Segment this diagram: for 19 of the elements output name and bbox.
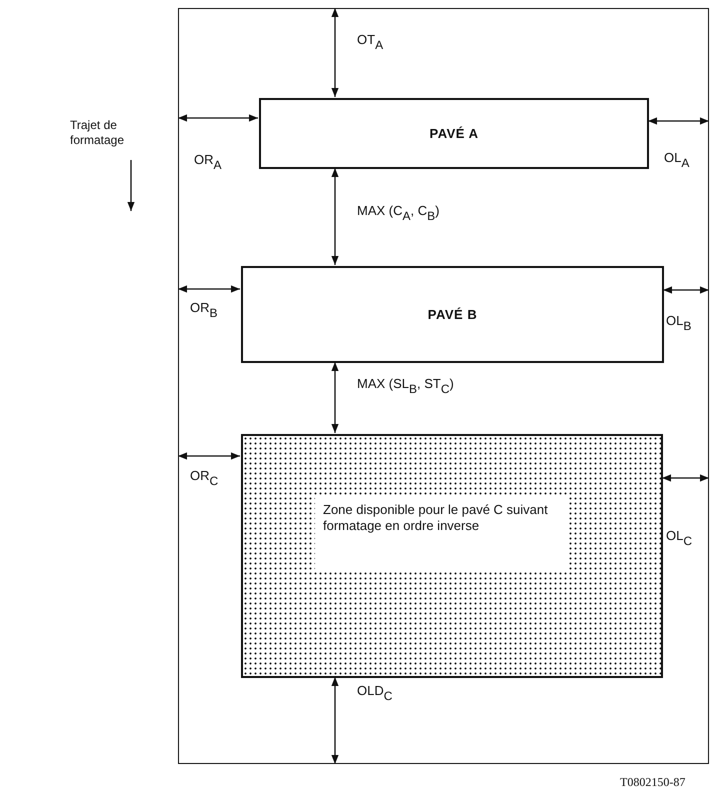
zone-description: Zone disponible pour le pavé C suivant formatage en ordre inverse [315,496,567,572]
double-arrow [178,114,258,122]
double-arrow [663,286,709,294]
block-box [259,98,649,169]
page-frame [178,8,709,764]
figure-code: T0802150-87 [620,774,686,790]
double-arrow [331,677,339,764]
block-title: PAVÉ B [428,307,478,322]
double-arrow [662,474,709,482]
double-arrow [178,452,240,460]
block-box [241,266,664,363]
block-title: PAVÉ A [430,126,478,141]
double-arrow [178,285,240,293]
dotted-zone [241,434,663,678]
double-arrow [331,8,339,97]
direction-label: Trajet de formatage [70,118,126,148]
double-arrow [331,168,339,265]
double-arrow [331,362,339,433]
double-arrow [648,117,709,125]
